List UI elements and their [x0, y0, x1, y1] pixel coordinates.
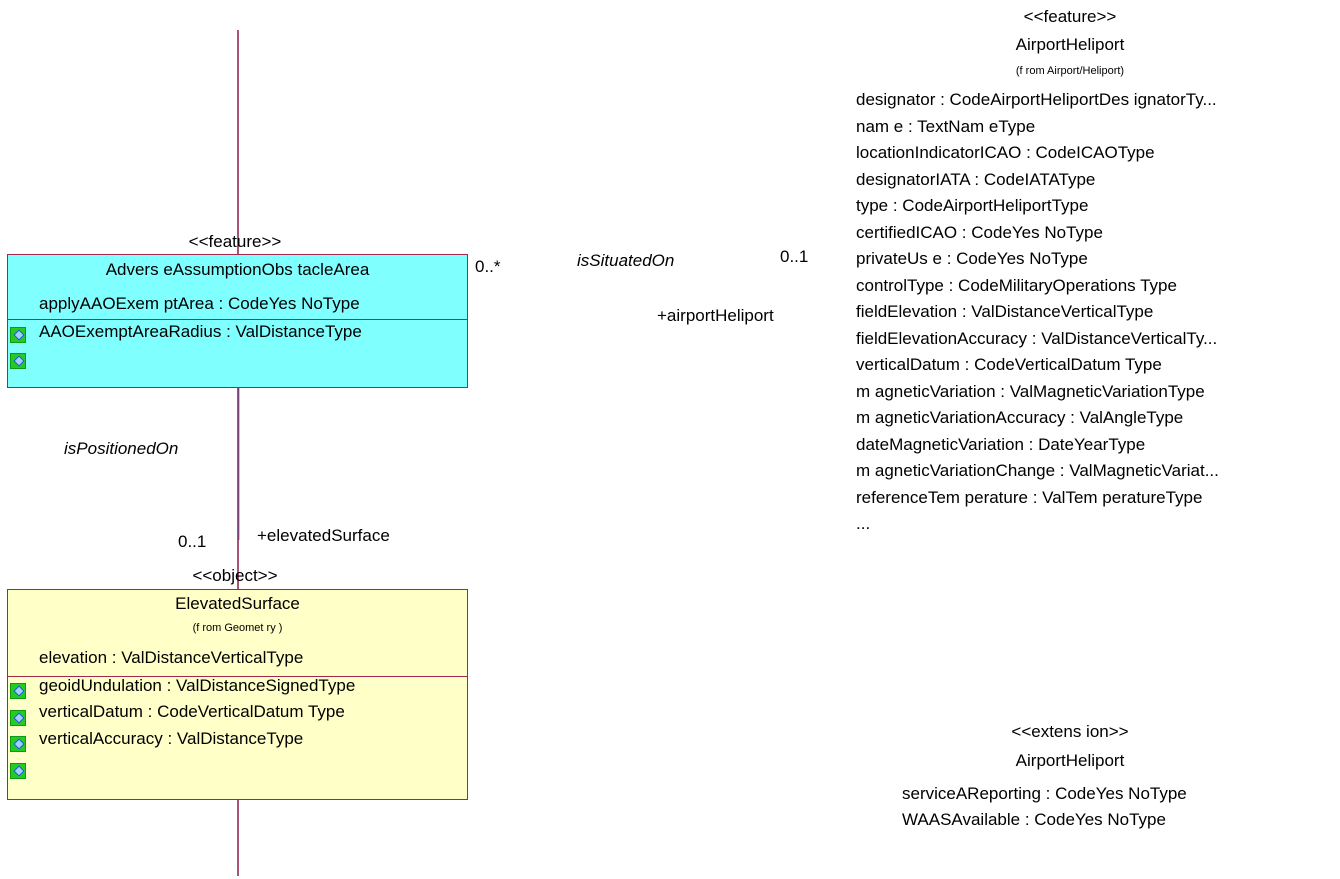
- airport-feature-from: (f rom Airport/Heliport): [1015, 65, 1125, 77]
- target-role-airport[interactable]: +airportHeliport: [657, 306, 774, 325]
- elevated-surface-from: (f rom Geomet ry ): [192, 622, 283, 634]
- attribute-icon: [10, 763, 26, 779]
- attribute-row[interactable]: type : CodeAirportHeliportType: [856, 196, 1089, 215]
- attribute-row[interactable]: referenceTem perature : ValTem peratureT…: [856, 487, 1203, 507]
- attribute-row[interactable]: m agneticVariationChange : ValMagneticVa…: [856, 461, 1219, 480]
- attribute-icon: [10, 353, 26, 369]
- attribute-icon: [10, 327, 26, 343]
- attribute-row[interactable]: fieldElevation : ValDistanceVerticalType: [856, 302, 1154, 321]
- target-multiplicity: 0..1: [780, 247, 809, 266]
- attribute-row[interactable]: designator : CodeAirportHeliportDes igna…: [856, 90, 1217, 109]
- attribute-row[interactable]: verticalAccuracy : ValDistanceType: [39, 729, 304, 748]
- attribute-row[interactable]: fieldElevationAccuracy : ValDistanceVert…: [856, 328, 1218, 348]
- elevated-surface-class-box[interactable]: ElevatedSurface (f rom Geomet ry ) eleva…: [7, 589, 468, 800]
- airport-extension-name[interactable]: AirportHeliport: [1015, 751, 1125, 770]
- airport-extension-stereotype: <<extens ion>>: [1011, 722, 1129, 741]
- attribute-row[interactable]: designatorIATA : CodeIATAType: [856, 169, 1096, 189]
- attribute-row[interactable]: serviceAReporting : CodeYes NoType: [902, 784, 1187, 803]
- adverse-area-name[interactable]: Advers eAssumptionObs tacleArea: [105, 260, 370, 279]
- attribute-row[interactable]: nam e : TextNam eType: [856, 116, 1036, 136]
- attribute-row[interactable]: WAASAvailable : CodeYes NoType: [902, 810, 1166, 829]
- adverse-area-stereotype: <<feature>>: [188, 232, 282, 251]
- attribute-row[interactable]: privateUs e : CodeYes NoType: [856, 249, 1088, 268]
- attribute-row[interactable]: m agneticVariationAccuracy : ValAngleTyp…: [856, 408, 1184, 427]
- compartment-divider: [8, 319, 467, 320]
- airport-feature-stereotype: <<feature>>: [1023, 7, 1117, 26]
- elevated-surface-name[interactable]: ElevatedSurface: [175, 594, 300, 613]
- attribute-row[interactable]: controlType : CodeMilitaryOperations Typ…: [856, 275, 1177, 295]
- attribute-row[interactable]: ...: [856, 514, 871, 533]
- attribute-row[interactable]: geoidUndulation : ValDistanceSignedType: [39, 676, 356, 695]
- elevated-surface-stereotype: <<object>>: [192, 566, 278, 585]
- attribute-row[interactable]: applyAAOExem ptArea : CodeYes NoType: [39, 294, 360, 313]
- association-name-situated[interactable]: isSituatedOn: [577, 251, 675, 270]
- target-role-elevated[interactable]: +elevatedSurface: [257, 526, 390, 545]
- attribute-row[interactable]: verticalDatum : CodeVerticalDatum Type: [39, 702, 345, 721]
- attribute-icon: [10, 736, 26, 752]
- attribute-row[interactable]: AAOExemptAreaRadius : ValDistanceType: [39, 322, 362, 341]
- source-multiplicity: 0..*: [475, 257, 501, 276]
- association-name-positioned[interactable]: isPositionedOn: [64, 439, 179, 458]
- attribute-icon: [10, 683, 26, 699]
- compartment-divider: [8, 676, 467, 677]
- attribute-row[interactable]: verticalDatum : CodeVerticalDatum Type: [856, 355, 1162, 374]
- airport-feature-name[interactable]: AirportHeliport: [1015, 35, 1125, 54]
- attribute-row[interactable]: dateMagneticVariation : DateYearType: [856, 434, 1146, 454]
- airport-feature-attributes: designator : CodeAirportHeliportDes igna…: [856, 90, 1219, 541]
- attribute-icon: [10, 710, 26, 726]
- attribute-row[interactable]: certifiedICAO : CodeYes NoType: [856, 222, 1103, 242]
- adverse-area-class-box[interactable]: Advers eAssumptionObs tacleArea applyAAO…: [7, 254, 468, 388]
- attribute-row[interactable]: m agneticVariation : ValMagneticVariatio…: [856, 381, 1205, 401]
- target-multiplicity: 0..1: [178, 532, 207, 551]
- attribute-row[interactable]: locationIndicatorICAO : CodeICAOType: [856, 143, 1155, 162]
- attribute-row[interactable]: elevation : ValDistanceVerticalType: [39, 648, 304, 667]
